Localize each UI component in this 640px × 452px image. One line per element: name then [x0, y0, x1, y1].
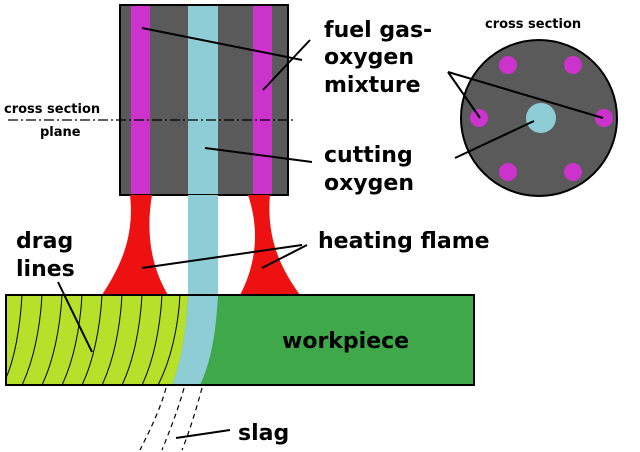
drag-line-marks [5, 294, 181, 386]
fuel-channel-right [253, 5, 272, 195]
fuel-port [595, 109, 613, 127]
fuel-port [564, 163, 582, 181]
fuel-port [499, 163, 517, 181]
torch [119, 4, 289, 196]
label-cross-section-plane-1: cross section [4, 102, 100, 117]
cutting-oxygen-jet [188, 195, 218, 295]
cut-surface [6, 295, 188, 385]
label-slag: slag [238, 421, 289, 446]
label-drag-lines-1: drag [16, 229, 73, 254]
label-fuel-gas-3: mixture [324, 73, 421, 98]
kerf [172, 295, 218, 385]
cross-section-title: cross section [485, 17, 581, 32]
fuel-port [564, 56, 582, 74]
cutting-oxygen-channel [188, 5, 218, 195]
label-fuel-gas-2: oxygen [324, 45, 414, 70]
label-fuel-gas-1: fuel gas- [324, 18, 432, 43]
label-cross-section-plane-2: plane [40, 125, 81, 140]
label-workpiece: workpiece [282, 329, 409, 354]
workpiece [5, 294, 475, 386]
label-heating-flame: heating flame [318, 229, 490, 254]
oxygen-port [526, 103, 556, 133]
leader-lines [57, 27, 604, 439]
heating-flame-left [102, 195, 168, 295]
label-cutting-oxygen-2: oxygen [324, 171, 414, 196]
heating-flame-right [240, 195, 300, 295]
fuel-port [499, 56, 517, 74]
cross-section-view [460, 39, 618, 197]
label-cutting-oxygen-1: cutting [324, 143, 413, 168]
slag-trails [139, 387, 203, 451]
fuel-channel-left [131, 5, 150, 195]
label-drag-lines-2: lines [16, 257, 75, 282]
